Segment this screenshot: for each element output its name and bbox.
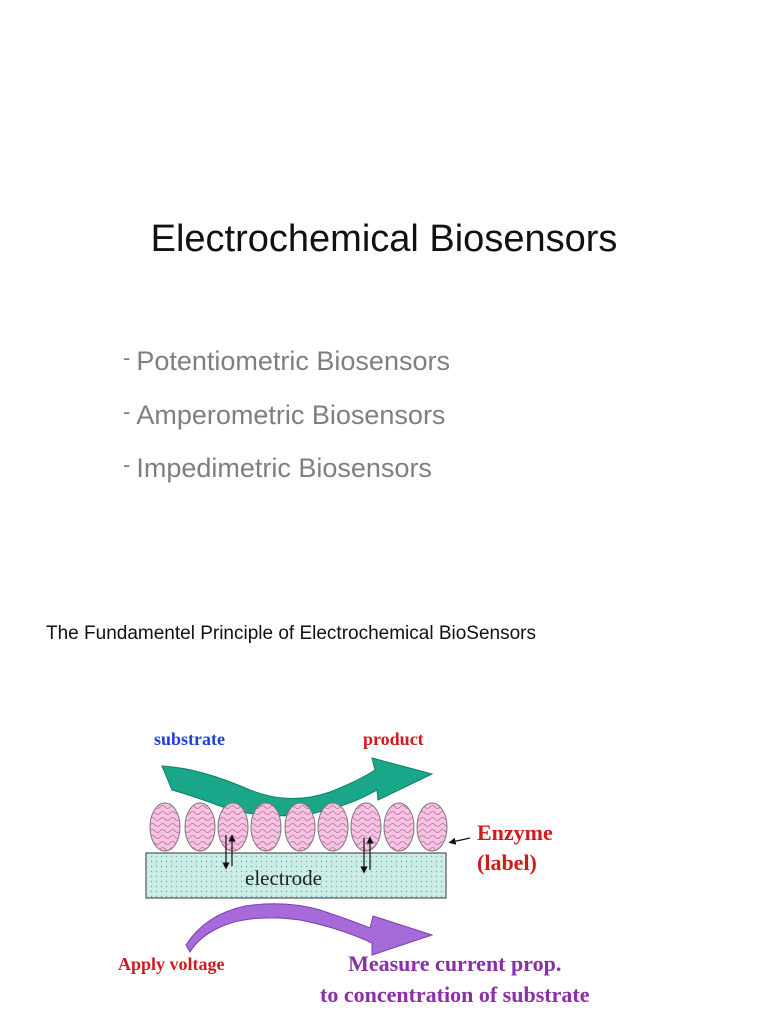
list-item: -Potentiometric Biosensors (123, 333, 450, 387)
substrate-to-product-arrow (161, 757, 434, 817)
bullet-dash: - (123, 398, 131, 424)
measure-current-label: Measure current prop. to concentration o… (320, 948, 589, 1010)
product-label: product (363, 729, 424, 749)
electron-transfer-arrows (222, 834, 374, 874)
enzyme-pointer-arrow (448, 837, 471, 845)
apply-voltage-label: Apply voltage (118, 954, 225, 974)
list-item: -Impedimetric Biosensors (123, 440, 450, 494)
bullet-dash: - (123, 345, 131, 370)
enzyme-label-line2: (label) (477, 850, 537, 875)
electrode-label: electrode (245, 866, 322, 890)
enzyme-layer (149, 802, 448, 852)
biosensor-type-list: -Potentiometric Biosensors -Amperometric… (123, 333, 450, 494)
principle-heading: The Fundamentel Principle of Electrochem… (46, 623, 537, 644)
list-item-label: Amperometric Biosensors (136, 399, 446, 430)
slide-title: Electrochemical Biosensors (150, 218, 618, 260)
list-item: -Amperometric Biosensors (123, 387, 450, 441)
enzyme-label: Enzyme (label) (477, 818, 553, 878)
enzyme-label-line1: Enzyme (477, 820, 553, 845)
substrate-label: substrate (154, 729, 225, 749)
list-item-label: Impedimetric Biosensors (136, 453, 432, 483)
measure-line2: to concentration of substrate (320, 982, 590, 1007)
measure-line1: Measure current prop. (348, 951, 562, 976)
bullet-dash: - (123, 452, 131, 477)
list-item-label: Potentiometric Biosensors (136, 346, 450, 376)
